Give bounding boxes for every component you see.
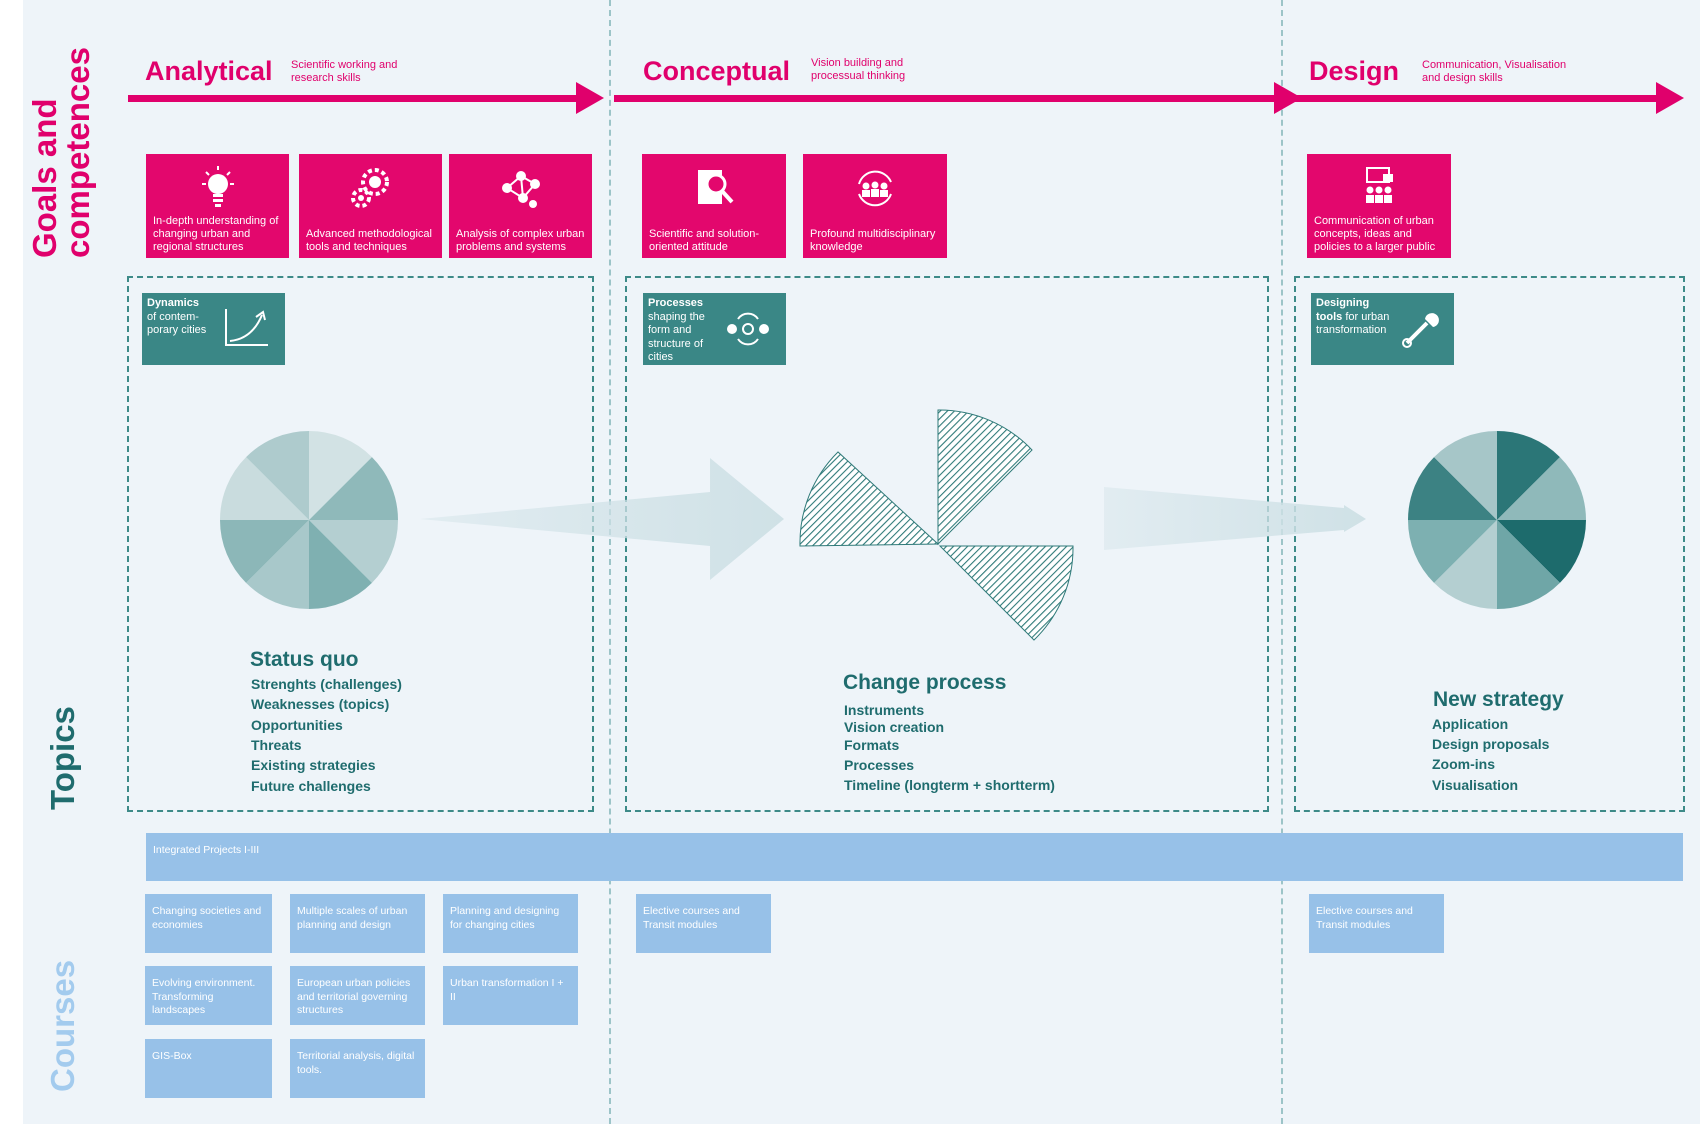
topic-frame-design <box>1294 276 1685 812</box>
topic-frame-analytical <box>127 276 594 812</box>
process-circles-icon <box>723 307 773 356</box>
phase-divider-1 <box>609 0 611 1124</box>
section-item: Visualisation <box>1432 777 1519 793</box>
section-item: Instruments <box>844 702 925 718</box>
section-item: Application <box>1432 716 1509 732</box>
team-cycle-icon <box>803 164 947 212</box>
topic-text: Dynamics of contem-porary cities <box>147 297 217 338</box>
course-box: Urban transformation I + II <box>443 966 578 1025</box>
transition-arrow-1 <box>420 458 784 580</box>
section-item: Weaknesses (topics) <box>251 696 390 712</box>
course-box: European urban policies and territorial … <box>290 966 425 1025</box>
topic-box-designing-tools: Designing tools for urban transformation <box>1311 293 1454 365</box>
phase-subtitle-design: Communication, Visualisation and design … <box>1422 59 1567 84</box>
wrench-icon <box>1399 309 1443 354</box>
topic-box-dynamics: Dynamics of contem-porary cities <box>142 293 285 365</box>
lightbulb-icon <box>146 164 289 212</box>
goal-text: Profound multidisciplinary knowledge <box>810 228 936 253</box>
course-box: Changing societies and economies <box>145 894 272 953</box>
goal-text: Scientific and solution-oriented attitud… <box>649 228 760 253</box>
gears-icon <box>299 164 442 212</box>
document-search-icon <box>642 164 786 212</box>
goal-text: Advanced methodological tools and techni… <box>306 228 432 253</box>
goal-text: Analysis of complex urban problems and s… <box>456 228 585 253</box>
goal-text: Communication of urban concepts, ideas a… <box>1314 215 1436 253</box>
section-item: Strenghts (challenges) <box>251 676 402 692</box>
section-title-new-strategy: New strategy <box>1433 688 1564 711</box>
topic-text: Designing tools for urban transformation <box>1316 297 1398 338</box>
course-box: GIS-Box <box>145 1039 272 1098</box>
course-box: Territorial analysis, digital tools. <box>290 1039 425 1098</box>
topic-rest: of contem-porary cities <box>147 310 207 337</box>
section-item: Processes <box>844 757 915 773</box>
topic-bold: Dynamics <box>147 297 199 309</box>
topic-box-processes: Processes shaping the form and structure… <box>643 293 786 365</box>
new-strategy-pie <box>1408 431 1586 609</box>
section-item: Design proposals <box>1432 736 1550 752</box>
goal-box-communication: Communication of urban concepts, ideas a… <box>1307 154 1451 258</box>
goal-box-methods: Advanced methodological tools and techni… <box>299 154 442 258</box>
transition-arrow-2 <box>1104 487 1366 550</box>
section-item: Zoom-ins <box>1432 756 1495 772</box>
phase-subtitle-conceptual: Vision building and processual thinking <box>811 57 906 82</box>
topic-rest: shaping the form and structure of cities <box>648 310 705 364</box>
goal-box-knowledge: Profound multidisciplinary knowledge <box>803 154 947 258</box>
phase-title-conceptual: Conceptual <box>643 56 791 86</box>
section-title-status-quo: Status quo <box>250 648 359 671</box>
section-item: Vision creation <box>844 719 945 735</box>
phase-title-analytical: Analytical <box>145 56 273 86</box>
section-item: Threats <box>251 737 302 753</box>
topic-frame-conceptual <box>625 276 1269 812</box>
section-item: Formats <box>844 737 900 753</box>
section-item: Timeline (longterm + shortterm) <box>844 777 1055 793</box>
topic-bold: Designing tools <box>1316 297 1370 323</box>
topic-text: Processes shaping the form and structure… <box>648 297 718 365</box>
section-item: Existing strategies <box>251 757 376 773</box>
network-icon <box>449 164 592 212</box>
course-box-elective-design: Elective courses and Transit modules <box>1309 894 1444 953</box>
section-title-change-process: Change process <box>843 671 1007 694</box>
topic-bold: Processes <box>648 297 704 309</box>
status-quo-pie <box>220 431 398 609</box>
section-item: Future challenges <box>251 778 371 794</box>
course-box-elective-conceptual: Elective courses and Transit modules <box>636 894 771 953</box>
goal-box-analysis: Analysis of complex urban problems and s… <box>449 154 592 258</box>
course-box: Multiple scales of urban planning and de… <box>290 894 425 953</box>
goal-box-understanding: In-depth understanding of changing urban… <box>146 154 289 258</box>
phase-subtitle-analytical: Scientific working and research skills <box>291 59 398 84</box>
goal-box-attitude: Scientific and solution-oriented attitud… <box>642 154 786 258</box>
presentation-icon <box>1307 164 1451 212</box>
topic-rest: for urban transformation <box>1316 310 1390 337</box>
phase-arrow-design <box>1286 82 1684 114</box>
phase-title-design: Design <box>1309 56 1400 86</box>
course-integrated-projects: Integrated Projects I-III <box>146 833 1683 881</box>
goal-text: In-depth understanding of changing urban… <box>153 215 279 253</box>
change-process-pie <box>799 409 1074 641</box>
course-box: Evolving environment. Transforming lands… <box>145 966 272 1025</box>
section-item: Opportunities <box>251 717 343 733</box>
growth-curve-icon <box>222 307 270 356</box>
phase-divider-2 <box>1281 0 1283 1124</box>
course-box: Planning and designing for changing citi… <box>443 894 578 953</box>
phase-arrow-analytical <box>128 82 604 114</box>
